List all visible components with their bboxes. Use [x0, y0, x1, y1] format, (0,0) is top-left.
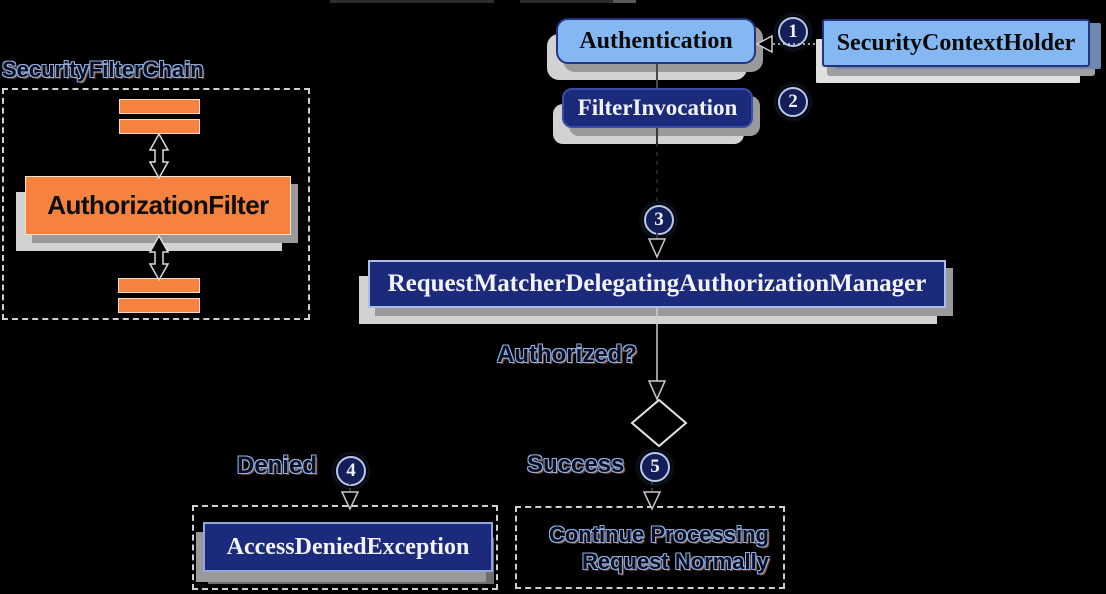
step-2-number: 2 — [788, 91, 798, 112]
filter-bar-bottom-2 — [118, 298, 200, 313]
top-clipped-bars — [330, 0, 636, 3]
arrowhead-down-icon — [647, 380, 667, 401]
step-2-badge: 2 — [778, 87, 808, 117]
security-filter-chain-container — [2, 88, 310, 320]
success-branch-arrow — [642, 482, 662, 511]
continue-processing-line2: Request Normally — [581, 548, 769, 574]
filter-bar-top-1 — [119, 99, 200, 114]
authentication-label: Authentication — [579, 27, 733, 54]
denied-label: Denied — [237, 452, 318, 479]
step-4-badge: 4 — [336, 456, 366, 486]
authorized-question-label: Authorized? — [497, 341, 637, 368]
request-matcher-label: RequestMatcherDelegatingAuthorizationMan… — [387, 270, 927, 297]
step-3-number: 3 — [654, 209, 664, 230]
decision-diamond — [630, 398, 688, 448]
step-5-badge: 5 — [640, 452, 670, 482]
step-4-number: 4 — [346, 460, 356, 481]
open-arrowhead-left-icon — [755, 34, 773, 54]
step-5-number: 5 — [650, 456, 660, 477]
filter-invocation-node: FilterInvocation — [562, 88, 753, 128]
authorization-filter-node: AuthorizationFilter — [25, 176, 291, 235]
continue-processing-line1: Continue Processing — [548, 521, 769, 547]
step-1-badge: 1 — [778, 17, 808, 47]
manager-to-decision-arrow — [647, 308, 667, 401]
step-1-number: 1 — [788, 21, 798, 42]
security-filter-chain-label: SecurityFilterChain — [2, 57, 204, 82]
authentication-node: Authentication — [556, 18, 756, 64]
continue-processing-node: Continue Processing Request Normally — [517, 508, 783, 587]
filter-invocation-label: FilterInvocation — [577, 95, 738, 120]
step-3-badge: 3 — [644, 205, 674, 235]
security-context-holder-label: SecurityContextHolder — [836, 29, 1076, 56]
request-matcher-delegating-authorization-manager-node: RequestMatcherDelegatingAuthorizationMan… — [368, 260, 946, 308]
security-context-holder-node: SecurityContextHolder — [822, 19, 1090, 67]
access-denied-exception-node: AccessDeniedException — [203, 522, 493, 572]
filter-bar-top-2 — [119, 119, 200, 134]
authorization-filter-label: AuthorizationFilter — [47, 190, 269, 220]
success-branch-container: Continue Processing Request Normally — [515, 506, 785, 589]
success-label: Success — [527, 451, 625, 478]
access-denied-exception-label: AccessDeniedException — [226, 533, 470, 560]
open-arrowhead-down-icon — [647, 238, 667, 259]
filter-bar-bottom-1 — [118, 278, 200, 293]
filterinvocation-to-manager-arrow — [647, 128, 667, 259]
